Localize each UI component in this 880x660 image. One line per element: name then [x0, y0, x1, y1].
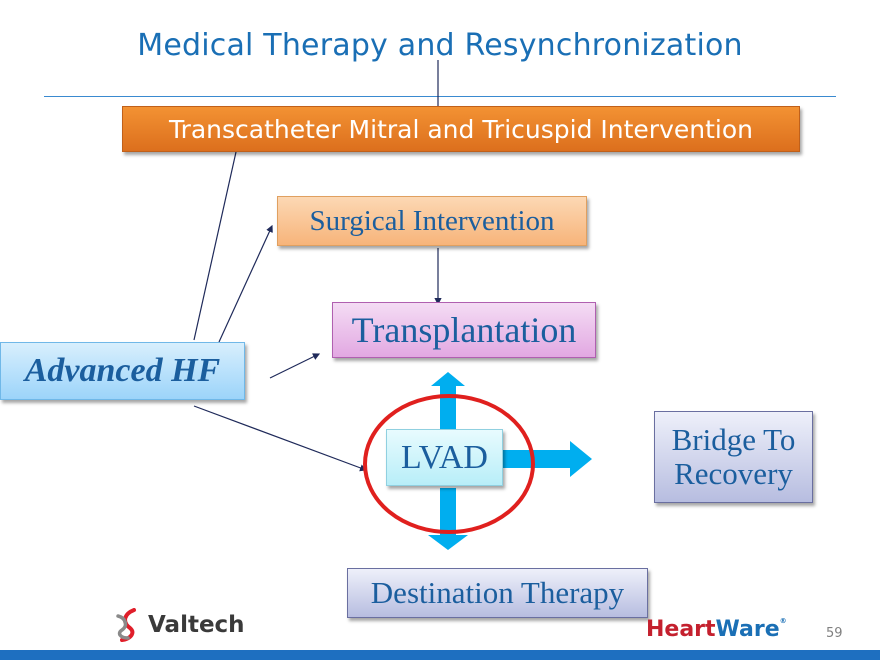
node-surgical-intervention: Surgical Intervention	[277, 196, 587, 246]
block-arrow-right	[503, 441, 592, 477]
heartware-ware: Ware	[715, 617, 780, 642]
connector-ahf-to-lvad	[193, 405, 368, 472]
node-lvad: LVAD	[386, 429, 503, 486]
node-destination-therapy: Destination Therapy	[347, 568, 648, 618]
heartware-heart: Heart	[646, 617, 716, 642]
valtech-mark-icon	[116, 608, 136, 642]
node-bridge-to-recovery: Bridge To Recovery	[654, 411, 813, 503]
footer-bar	[0, 650, 880, 660]
node-advanced-hf: Advanced HF	[0, 342, 245, 400]
registered-mark-icon: ®	[779, 617, 787, 625]
valtech-wordmark: Valtech	[148, 612, 245, 638]
connector-ahf-to-transplant	[269, 353, 321, 379]
slide-title: Medical Therapy and Resynchronization	[137, 28, 743, 63]
block-arrow-up	[431, 372, 465, 429]
page-number: 59	[826, 626, 843, 641]
node-transplantation: Transplantation	[332, 302, 596, 358]
bridge-line-1: Bridge To	[671, 422, 796, 457]
block-arrow-down	[428, 488, 468, 550]
connector-ahf-to-transcatheter	[193, 151, 237, 341]
title-divider	[44, 96, 836, 97]
bridge-line-2: Recovery	[674, 456, 793, 491]
valtech-logo: Valtech	[112, 608, 245, 642]
lvad-highlight-ellipse	[363, 394, 535, 534]
heartware-logo: HeartWare®	[646, 617, 787, 642]
connector-ahf-to-surgical	[218, 224, 273, 343]
node-transcatheter: Transcatheter Mitral and Tricuspid Inter…	[122, 106, 800, 152]
